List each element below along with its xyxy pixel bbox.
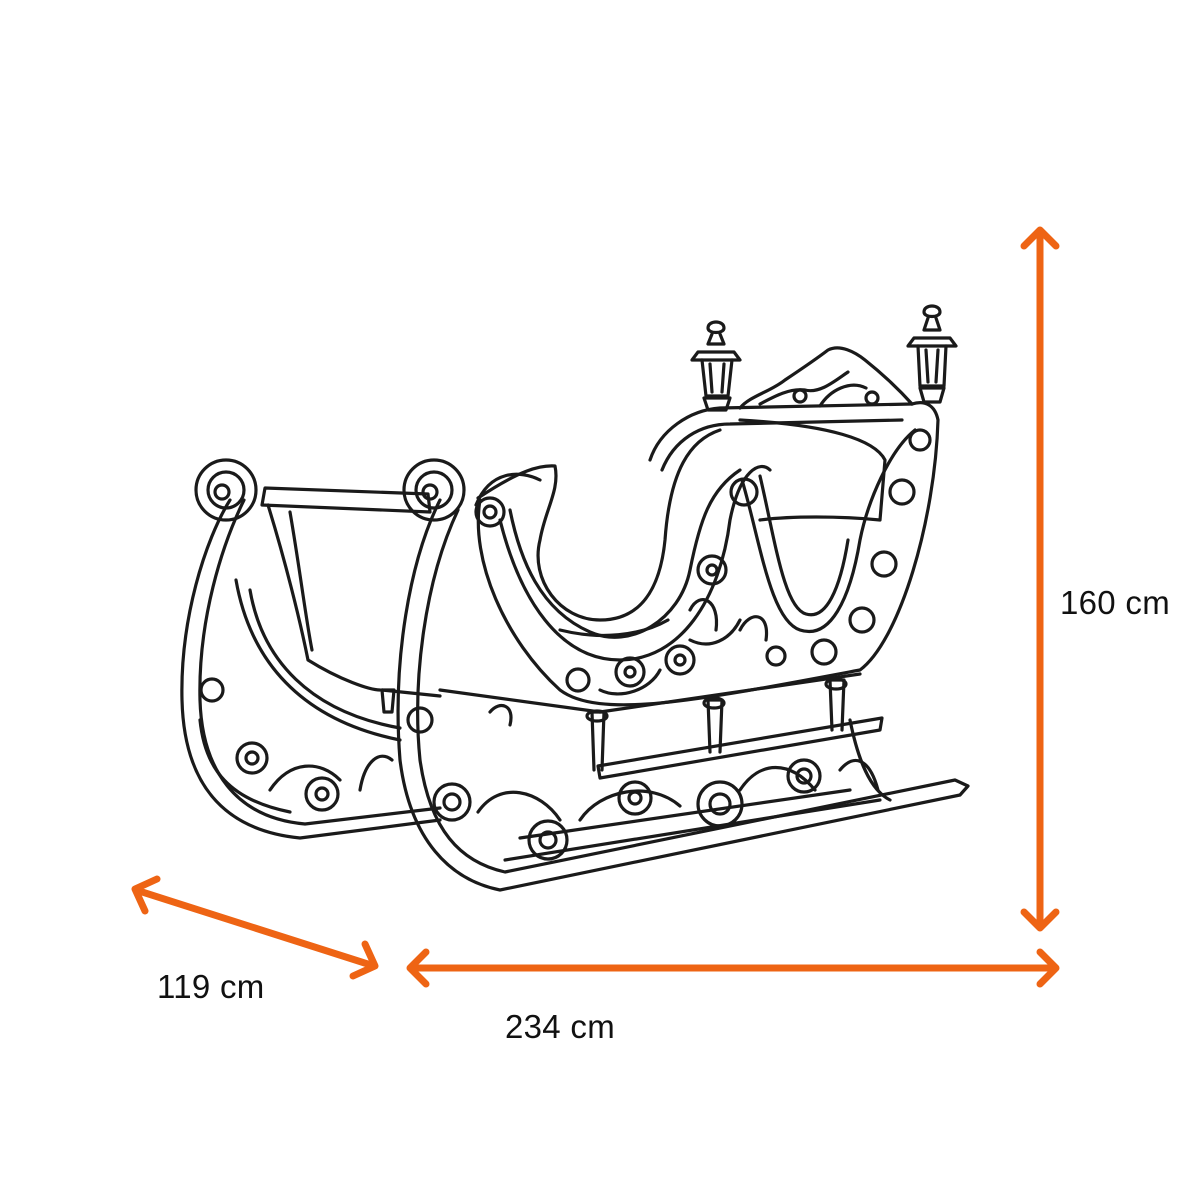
left-lantern bbox=[690, 320, 742, 412]
right-lantern bbox=[906, 304, 958, 404]
backrest-crest bbox=[738, 346, 914, 410]
dimension-arrows bbox=[131, 226, 1060, 988]
back-seat bbox=[234, 486, 432, 742]
depth-label: 119 cm bbox=[157, 968, 265, 1005]
front-runner bbox=[396, 458, 970, 892]
height-label: 160 cm bbox=[1060, 584, 1171, 621]
sleigh-body bbox=[380, 401, 940, 714]
width-label: 234 cm bbox=[505, 1008, 616, 1045]
sleigh-illustration bbox=[180, 304, 970, 892]
width-arrow bbox=[406, 948, 1060, 988]
depth-arrow bbox=[131, 875, 379, 980]
back-runner bbox=[180, 458, 442, 840]
height-arrow bbox=[1020, 226, 1060, 932]
